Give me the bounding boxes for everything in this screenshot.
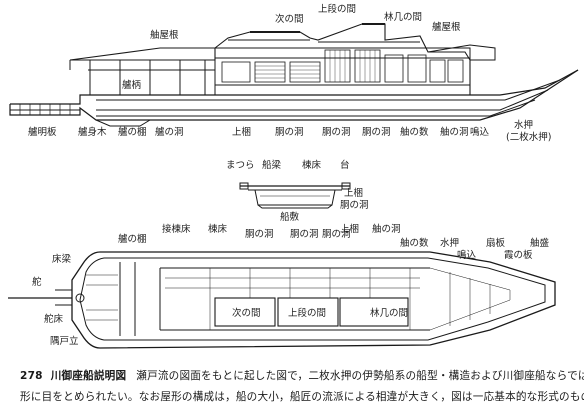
label-plan-jodan-no-ma: 上段の間 (288, 307, 326, 319)
label-plan-tokonohari: 床梁 (52, 253, 72, 265)
label-funabari: 船梁 (262, 159, 282, 171)
label-matsura: まつら (226, 160, 255, 171)
figure-caption: 278 川御座船説明図瀬戸流の図面をもとに起した図で，二枚水押の伊勢船系の船型・構… (20, 366, 584, 408)
label-plan-tsugikake: 舳盛 (530, 237, 550, 249)
label-ro-no-hora: 艫の洞 (155, 126, 184, 138)
side-view (9, 23, 579, 127)
label-plan-kokodachi: 隅戸立 (50, 335, 79, 347)
label-uwagamachi: 上梱 (232, 126, 251, 138)
caption-text-1: 瀬戸流の図面をもとに起した図で，二枚水押の伊勢船系の船型・構造および川御座船なら… (136, 370, 584, 382)
caption-title: 川御座船説明図 (50, 370, 127, 382)
label-plan-kanme-1: 胴の洞 (245, 229, 274, 240)
label-tomo-hanaita: 艫明板 (28, 126, 57, 138)
label-plan-kasumiita: 霞の板 (504, 249, 533, 261)
label-plan-jiku-no-kazu: 舳の数 (400, 237, 429, 249)
label-plan-kaziwa: 扇板 (486, 237, 506, 249)
label-dai: 台 (340, 159, 350, 171)
label-funazoko: 船敷 (280, 211, 300, 223)
plan-view-labels: 艫の棚 接棟床 棟床 胴の洞 胴の洞 胴の洞 上梱 舳の洞 舳の数 水押 鳴込 … (32, 223, 550, 347)
label-tsumadoko: 棟床 (302, 159, 322, 171)
label-plan-mizuoshi: 水押 (440, 237, 459, 249)
plan-view (8, 251, 556, 349)
label-mizuoshi: 水押 (514, 119, 533, 131)
label-plan-ro-no-tana: 艫の棚 (118, 233, 147, 245)
label-plan-setsuyuka: 接棟床 (162, 223, 191, 235)
label-ro-no-tana: 艫の棚 (118, 126, 147, 138)
label-plan-yamakomi: 鳴込 (457, 249, 477, 261)
label-kanme-3: 胴の洞 (362, 127, 391, 138)
label-bow-roof: 艫屋根 (432, 21, 461, 33)
section-view-labels: まつら 船梁 棟床 台 上梱 胴の洞 船敷 (226, 159, 369, 223)
label-roku: 艫柄 (122, 79, 141, 91)
label-plan-kanme-3: 胴の洞 (322, 229, 351, 240)
label-plan-uwagamachi: 上梱 (340, 223, 359, 235)
label-tsugi-no-ma: 次の間 (275, 13, 304, 25)
label-jiku-no-hora: 舳の洞 (440, 126, 469, 138)
label-tomo-yane: 舳屋根 (150, 29, 179, 41)
section-view (239, 182, 351, 209)
label-plan-tsugi-no-ma: 次の間 (232, 307, 261, 319)
label-plan-kanme-2: 胴の洞 (290, 229, 319, 240)
label-jiku-no-kazu: 舳の数 (400, 126, 429, 138)
caption-number: 278 (20, 370, 43, 382)
label-jodan-no-ma: 上段の間 (318, 3, 356, 15)
caption-line-1: 278 川御座船説明図瀬戸流の図面をもとに起した図で，二枚水押の伊勢船系の船型・構… (20, 366, 584, 387)
label-mizuoshi-sub: (二枚水押) (506, 131, 551, 143)
label-uwagamachi-sec: 上梱 (344, 187, 363, 199)
label-ro-nomi: 艫身木 (78, 126, 107, 138)
label-kanme-1: 胴の洞 (275, 127, 304, 138)
caption-line-2: 形に目をとめられたい。なお屋形の構成は，船の大小，船匠の流派による相違が大きく，… (20, 391, 584, 403)
label-rin-no-ma: 林几の間 (384, 11, 422, 23)
label-plan-jiku-no-hora: 舳の洞 (372, 223, 401, 235)
label-kanme-2: 胴の洞 (322, 127, 351, 138)
label-kanme-sec: 胴の洞 (340, 200, 369, 211)
side-view-labels: 舳屋根 次の間 上段の間 林几の間 艫屋根 艫柄 艫明板 艫身木 艫の棚 艫の洞… (28, 3, 551, 143)
label-plan-kaji: 舵 (32, 276, 42, 288)
label-plan-tsumadoko: 棟床 (208, 223, 228, 235)
label-plan-kajidoko: 舵床 (44, 313, 64, 325)
label-yamakomi: 鳴込 (470, 126, 490, 138)
label-plan-rin-no-ma: 林几の間 (370, 307, 408, 319)
